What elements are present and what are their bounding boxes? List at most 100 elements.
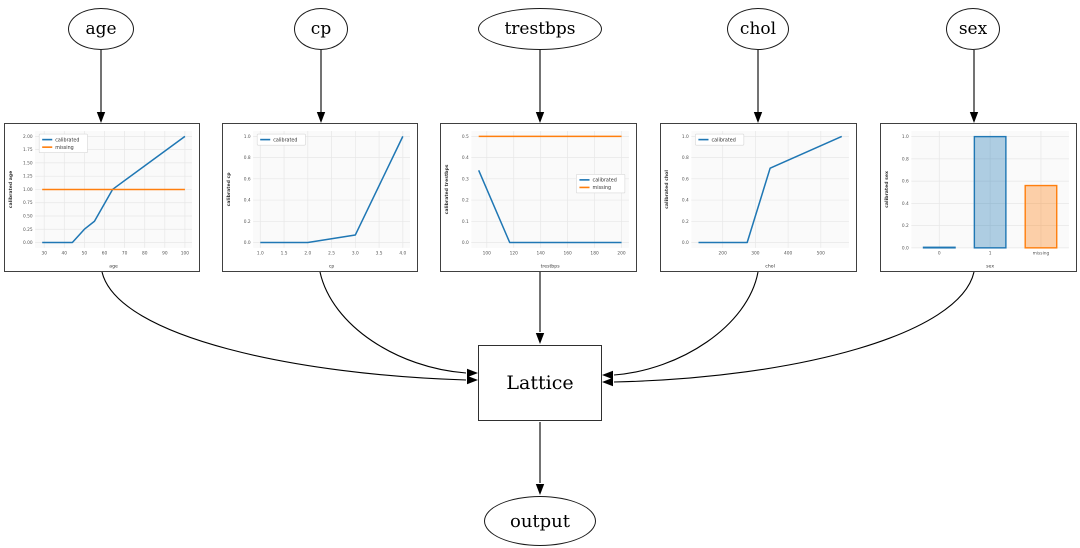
svg-text:sex: sex <box>986 264 994 269</box>
lattice-node-label: Lattice <box>506 372 574 394</box>
svg-text:0.2: 0.2 <box>462 198 469 204</box>
svg-text:0.00: 0.00 <box>23 240 33 246</box>
svg-text:calibrated trestbps: calibrated trestbps <box>444 164 450 214</box>
svg-text:160: 160 <box>563 250 572 256</box>
svg-text:500: 500 <box>817 250 826 256</box>
arrowhead-icon <box>96 112 106 123</box>
svg-text:calibrated: calibrated <box>55 137 79 143</box>
arrowhead-icon <box>467 368 478 378</box>
svg-text:0.4: 0.4 <box>902 201 909 207</box>
svg-text:0.6: 0.6 <box>902 179 909 185</box>
svg-text:3.0: 3.0 <box>352 250 359 256</box>
output-node: output <box>484 496 596 546</box>
svg-text:4.0: 4.0 <box>399 250 406 256</box>
edge-cp-to-cp-calibrator <box>316 50 326 123</box>
svg-text:calibrated age: calibrated age <box>8 171 14 208</box>
edge-cp-calibrator-to-lattice <box>319 271 478 378</box>
svg-text:0.4: 0.4 <box>244 198 251 204</box>
svg-text:1.50: 1.50 <box>23 160 33 166</box>
input-node-sex: sex <box>946 8 1000 50</box>
svg-text:60: 60 <box>102 250 108 256</box>
arrowhead-icon <box>602 377 613 387</box>
input-node-cp: cp <box>294 8 348 50</box>
input-node-chol-label: chol <box>739 19 777 39</box>
svg-text:1.25: 1.25 <box>23 174 33 180</box>
svg-text:missing: missing <box>1033 250 1050 256</box>
edge-sex-to-sex-calibrator <box>969 50 979 123</box>
svg-text:0.6: 0.6 <box>244 176 251 182</box>
input-node-cp-label: cp <box>310 19 332 39</box>
input-node-age: age <box>68 8 134 50</box>
input-node-chol: chol <box>727 8 789 50</box>
input-node-sex-label: sex <box>958 19 988 39</box>
svg-text:calibrated: calibrated <box>712 137 736 143</box>
arrowhead-icon <box>602 370 613 380</box>
svg-text:400: 400 <box>784 250 793 256</box>
edge-age-calibrator-to-lattice <box>101 271 478 385</box>
edge-chol-calibrator-to-lattice <box>602 271 759 380</box>
svg-text:calibrated: calibrated <box>593 178 617 184</box>
svg-text:40: 40 <box>62 250 68 256</box>
svg-text:1.75: 1.75 <box>23 147 33 153</box>
svg-text:0.8: 0.8 <box>244 155 251 161</box>
edge-trestbps-calibrator-to-lattice <box>535 272 545 344</box>
svg-text:70: 70 <box>122 250 128 256</box>
input-node-trestbps-label: trestbps <box>504 19 576 39</box>
svg-text:100: 100 <box>483 250 492 256</box>
arrowhead-icon <box>753 112 763 123</box>
svg-text:200: 200 <box>719 250 728 256</box>
svg-text:0.2: 0.2 <box>244 219 251 225</box>
svg-text:0.1: 0.1 <box>462 219 469 225</box>
svg-text:0.25: 0.25 <box>23 227 33 233</box>
svg-text:trestbps: trestbps <box>541 263 561 269</box>
svg-text:1.0: 1.0 <box>682 134 689 140</box>
svg-text:140: 140 <box>537 250 546 256</box>
svg-text:calibrated chol: calibrated chol <box>664 170 670 209</box>
svg-text:calibrated sex: calibrated sex <box>884 171 890 208</box>
svg-text:0.2: 0.2 <box>682 219 689 225</box>
svg-text:0.4: 0.4 <box>462 155 469 161</box>
svg-text:missing: missing <box>593 185 612 191</box>
svg-text:missing: missing <box>55 145 73 151</box>
svg-text:0.0: 0.0 <box>902 245 909 251</box>
arrowhead-icon <box>535 333 545 344</box>
svg-text:2.00: 2.00 <box>23 134 33 140</box>
svg-text:calibrated cp: calibrated cp <box>226 172 232 207</box>
svg-text:calibrated: calibrated <box>273 137 297 143</box>
svg-text:0.50: 0.50 <box>23 213 33 219</box>
svg-text:cp: cp <box>329 264 335 269</box>
svg-text:0: 0 <box>938 250 941 256</box>
svg-text:0.8: 0.8 <box>902 156 909 162</box>
svg-text:1.0: 1.0 <box>244 134 251 140</box>
edge-age-to-age-calibrator <box>96 50 106 123</box>
svg-text:1.0: 1.0 <box>902 134 909 140</box>
arrowhead-icon <box>969 112 979 123</box>
svg-text:50: 50 <box>82 250 88 256</box>
input-node-trestbps: trestbps <box>478 8 602 50</box>
svg-text:age: age <box>109 264 118 269</box>
svg-text:chol: chol <box>765 263 775 269</box>
svg-text:1.00: 1.00 <box>23 187 33 193</box>
svg-text:0.8: 0.8 <box>682 155 689 161</box>
svg-text:1.0: 1.0 <box>257 250 264 256</box>
svg-text:30: 30 <box>41 250 47 256</box>
svg-text:180: 180 <box>590 250 599 256</box>
svg-text:1.5: 1.5 <box>281 250 288 256</box>
svg-text:0.0: 0.0 <box>462 240 469 246</box>
edge-trestbps-to-trestbps-calibrator <box>535 50 545 123</box>
arrowhead-icon <box>316 112 326 123</box>
svg-text:1: 1 <box>989 250 992 256</box>
arrowhead-icon <box>467 375 478 385</box>
svg-text:0.4: 0.4 <box>682 198 689 204</box>
svg-text:100: 100 <box>181 250 189 256</box>
edge-lattice-to-output <box>535 422 545 495</box>
arrowhead-icon <box>535 484 545 495</box>
svg-text:0.75: 0.75 <box>23 200 33 206</box>
svg-text:0.6: 0.6 <box>682 176 689 182</box>
svg-text:0.3: 0.3 <box>462 176 469 182</box>
svg-text:3.5: 3.5 <box>376 250 383 256</box>
